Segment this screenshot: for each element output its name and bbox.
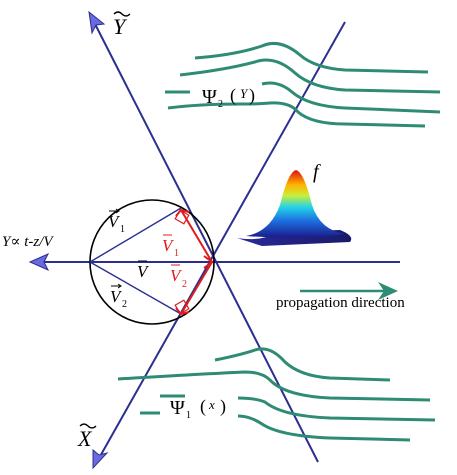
- label-propagation-direction: propagation direction: [276, 295, 405, 311]
- label-y-tilde: Y: [113, 11, 131, 39]
- label-v2-red: V 2: [170, 264, 187, 290]
- wave-packet-psi1: [117, 347, 436, 442]
- label-v1-black: V 1: [108, 208, 125, 235]
- svg-text:): ): [220, 396, 226, 417]
- label-f: f: [313, 161, 321, 183]
- svg-text:V: V: [137, 262, 150, 281]
- blue-vectors: [89, 207, 212, 315]
- svg-text:1: 1: [174, 248, 179, 259]
- x-tilde-axis: [92, 21, 346, 470]
- svg-text:(: (: [230, 85, 236, 106]
- label-x-tilde: X: [77, 423, 97, 451]
- propagation-arrow: [300, 282, 398, 300]
- wave-packet-psi2: [165, 42, 441, 128]
- label-v1-red: V 1: [162, 234, 179, 259]
- red-vectors: [174, 208, 214, 316]
- svg-text:2: 2: [182, 279, 187, 290]
- svg-text:): ): [249, 85, 255, 106]
- svg-text:2: 2: [122, 299, 127, 310]
- label-psi2: Ψ 2 Y ( ): [202, 85, 255, 110]
- svg-text:V: V: [162, 236, 175, 255]
- svg-text:V: V: [108, 212, 121, 231]
- label-y-proportional: Y∝ t-z/V: [2, 234, 54, 250]
- horizontal-axis: [28, 252, 400, 272]
- label-v2-black: V 2: [110, 283, 127, 310]
- svg-text:(: (: [200, 396, 206, 417]
- label-psi1: Ψ 1 ( x ): [170, 396, 226, 421]
- svg-text:x: x: [208, 397, 215, 412]
- svg-text:V: V: [110, 287, 123, 306]
- svg-text:Y: Y: [113, 14, 128, 39]
- svg-text:1: 1: [186, 410, 191, 421]
- svg-text:1: 1: [120, 224, 125, 235]
- svg-text:X: X: [77, 426, 93, 451]
- svg-text:2: 2: [218, 99, 223, 110]
- svg-text:Y: Y: [240, 86, 249, 101]
- gaussian-surface: [237, 170, 352, 246]
- svg-text:Ψ: Ψ: [170, 397, 185, 419]
- label-v-black: V: [137, 260, 150, 281]
- svg-text:Ψ: Ψ: [202, 86, 217, 108]
- svg-text:V: V: [170, 266, 183, 285]
